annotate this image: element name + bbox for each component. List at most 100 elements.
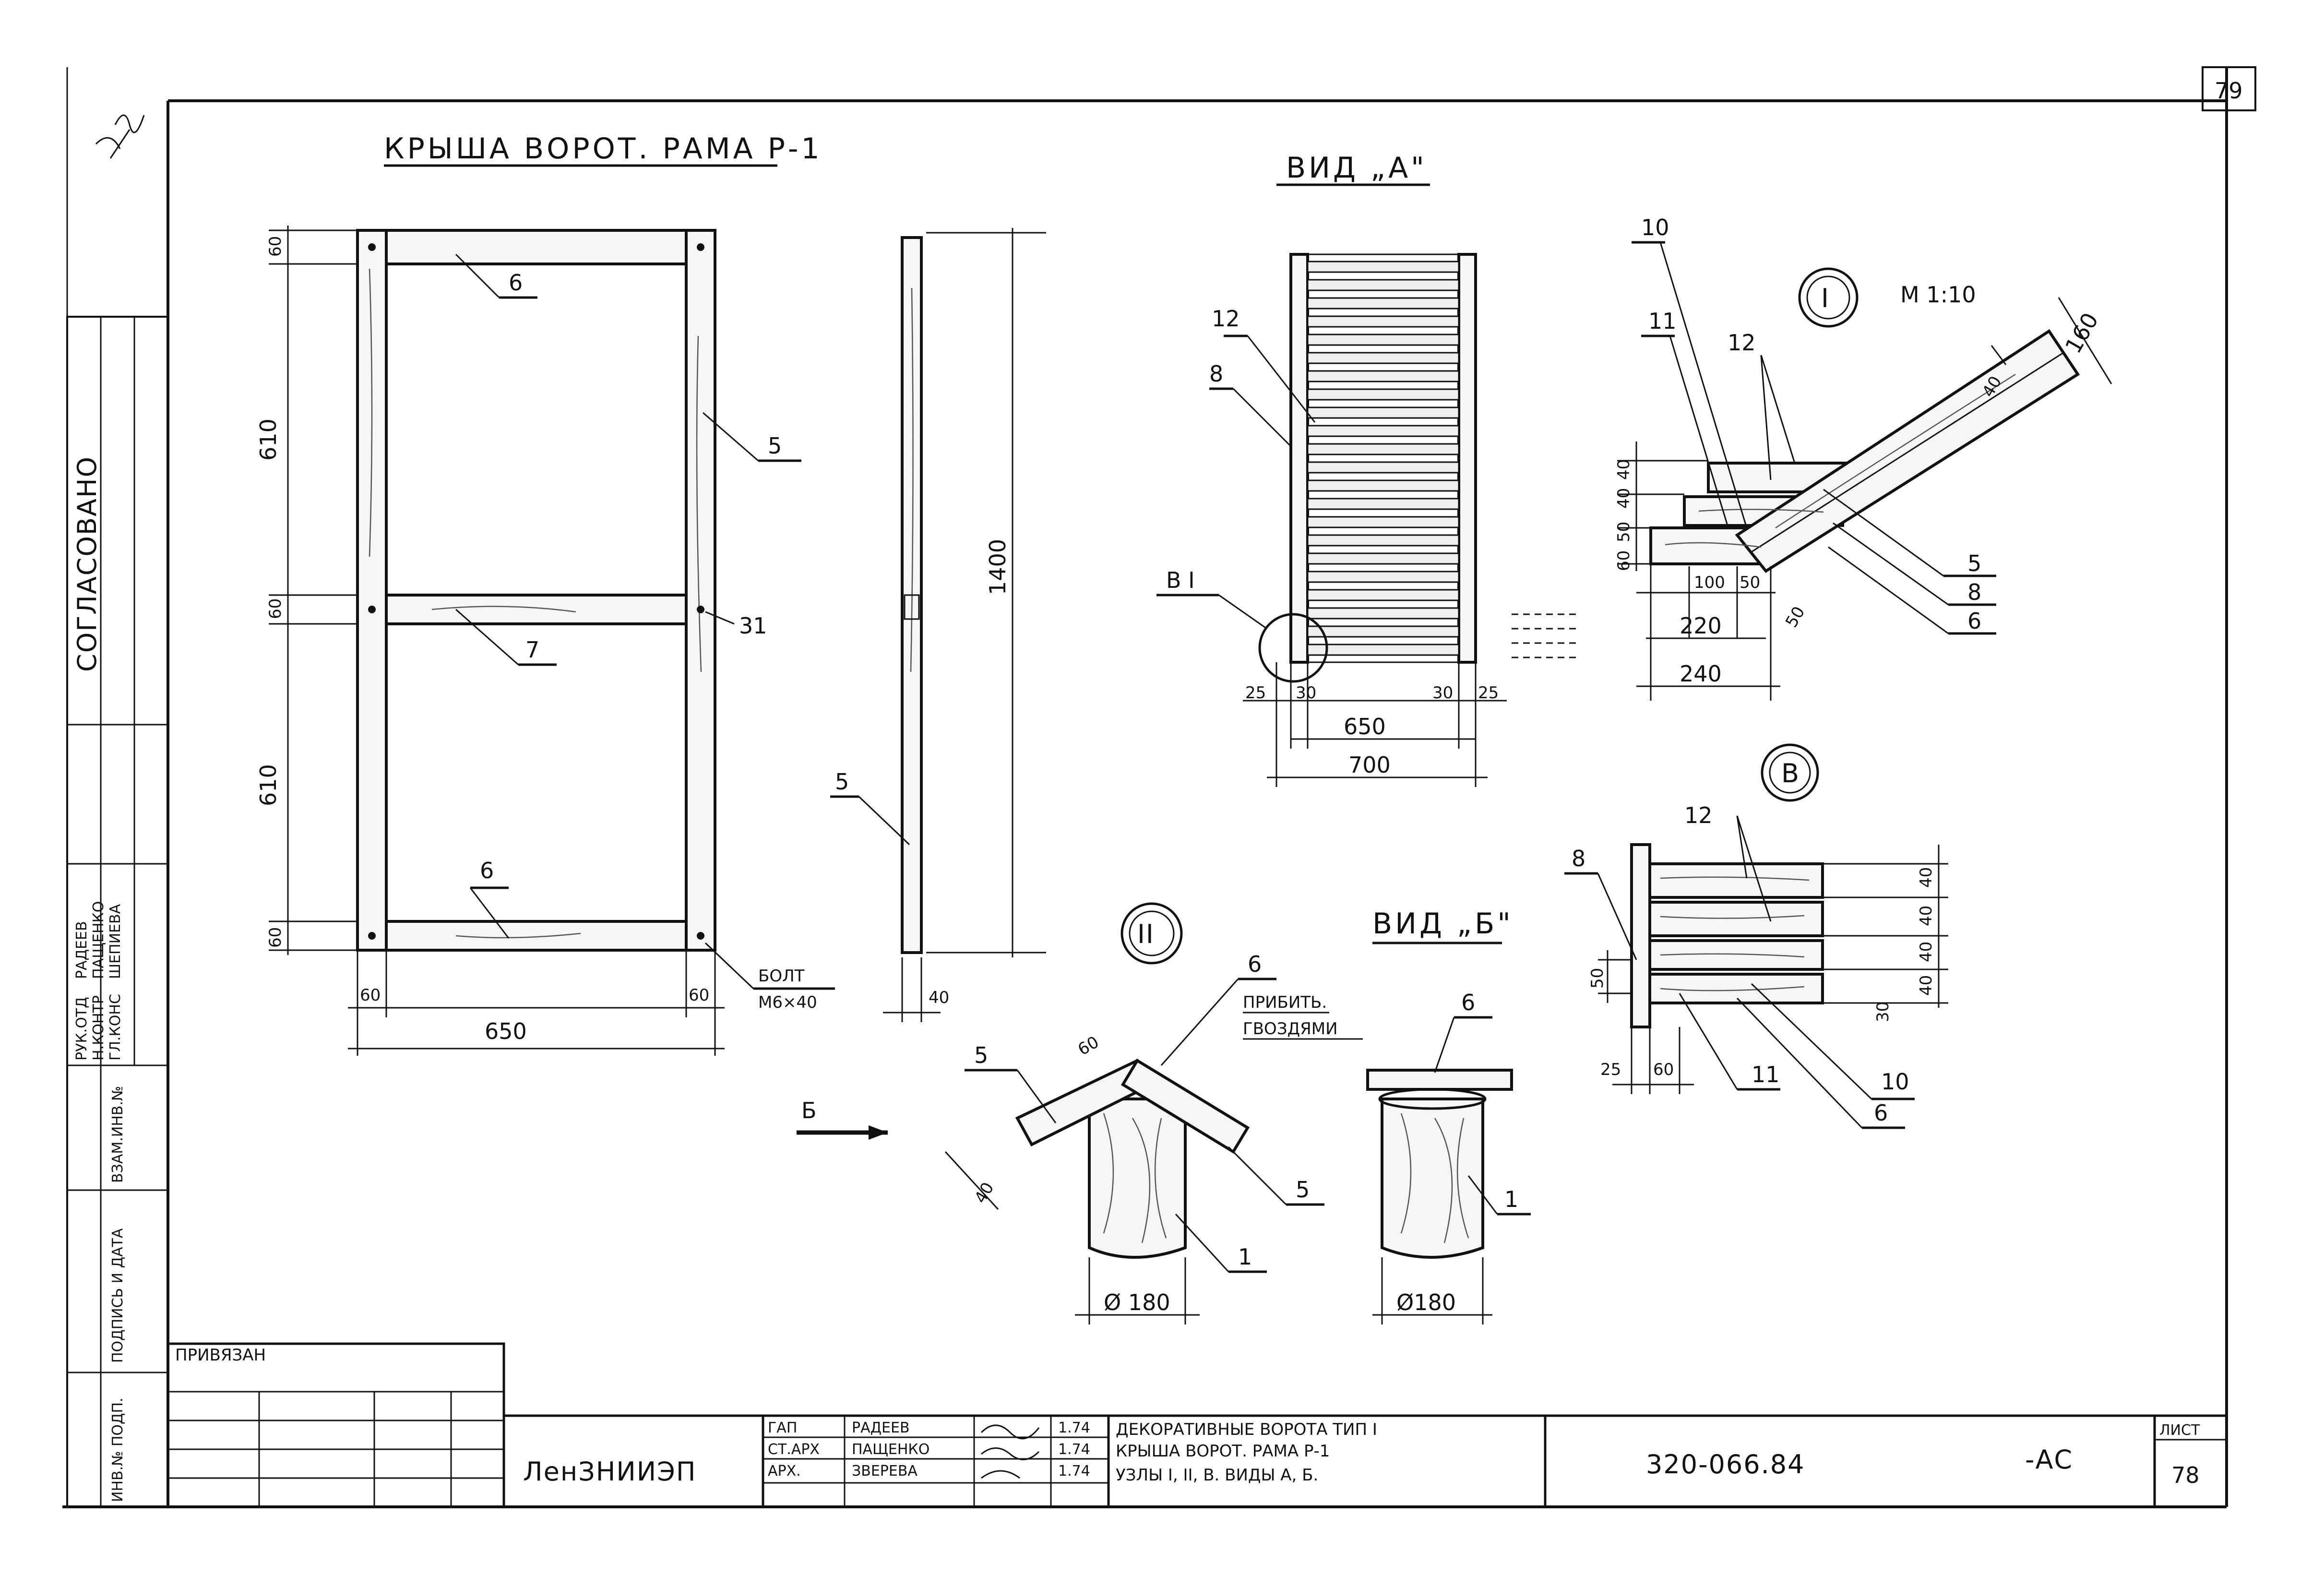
- corner-number: 79: [2215, 78, 2243, 104]
- view-a-slat: [1307, 370, 1460, 382]
- node-1-dim-220: 220: [1680, 613, 1722, 639]
- node-2-note-line2: ГВОЗДЯМИ: [1243, 1019, 1338, 1038]
- node-2-dim-60: 60: [1075, 1033, 1102, 1060]
- view-a-slat: [1307, 607, 1460, 620]
- side-name-3: ШЕПИЕВА: [107, 904, 124, 979]
- handwritten-signature: [95, 114, 145, 159]
- view-a-dim-25-right: 25: [1478, 683, 1499, 703]
- view-a-slat: [1307, 388, 1460, 401]
- node-1-dim-50-slope: 50: [1782, 603, 1809, 631]
- node-1-dim-50b: 50: [1740, 573, 1760, 592]
- view-a-callout-8: 8: [1209, 361, 1223, 387]
- view-a-slat: [1307, 461, 1460, 474]
- title-block: [167, 1342, 2227, 1508]
- tb-desc-line2: КРЫША ВОРОТ. РАМА Р-1: [1116, 1442, 1330, 1461]
- node-b-dim-25: 25: [1600, 1060, 1621, 1079]
- bolt-note-line1: БОЛТ: [758, 967, 805, 986]
- node-1-dim-240: 240: [1680, 661, 1722, 687]
- tb-date-3: 1.74: [1058, 1463, 1090, 1480]
- view-b-dim-diameter: Ø180: [1396, 1289, 1456, 1315]
- node-1-break-lines: [1512, 613, 1579, 658]
- side-name-2: ПАЩЕНКО: [90, 901, 107, 979]
- view-a-dim-650: 650: [1344, 714, 1386, 740]
- view-a-title: ВИД „А": [1286, 151, 1427, 185]
- node-1-marker: [1798, 267, 1859, 328]
- frame-dim-width: 650: [485, 1018, 527, 1044]
- view-a-dim-30-left: 30: [1296, 683, 1316, 703]
- node-b-section: [1630, 843, 1824, 1028]
- tb-role-3: АРХ.: [768, 1463, 801, 1480]
- side-role-2: Н.КОНТР: [90, 995, 107, 1061]
- side-name-1: РАДЕЕВ: [73, 921, 90, 979]
- frame-callout-6-bottom: 6: [480, 858, 494, 883]
- document-code: 320-066.84: [1646, 1449, 1805, 1480]
- node-b-marker: [1761, 743, 1819, 802]
- node-b-callout-11: 11: [1752, 1062, 1780, 1087]
- frame-callout-31: 31: [739, 613, 767, 639]
- node-2-note-line1: ПРИБИТЬ.: [1243, 993, 1327, 1012]
- side-callout-5: 5: [835, 769, 849, 795]
- arrow-b-label: Б: [801, 1098, 817, 1123]
- side-role-3: ГЛ.КОНС: [107, 994, 124, 1061]
- frame-callout-5: 5: [768, 433, 782, 459]
- node-b-dim-40c: 40: [1917, 942, 1936, 962]
- frame-r1: [356, 229, 716, 952]
- node-1-callout-11: 11: [1648, 308, 1677, 334]
- view-b-callout-1: 1: [1504, 1186, 1518, 1212]
- view-a-slat: [1307, 443, 1460, 455]
- node-1-dim-40b: 40: [1614, 459, 1633, 480]
- bound-label: ПРИВЯЗАН: [175, 1346, 266, 1365]
- frame-dim-left-post: 60: [360, 986, 381, 1005]
- corner-number-box: [2202, 66, 2256, 111]
- frame-callout-6-top: 6: [509, 270, 523, 296]
- org-name: ЛенЗНИИЭП: [523, 1456, 696, 1487]
- node-b-callout-8: 8: [1572, 846, 1585, 871]
- view-a-slat: [1307, 625, 1460, 638]
- view-a-slat: [1307, 589, 1460, 601]
- view-a-slat: [1307, 352, 1460, 364]
- node-b-dim-40d: 40: [1917, 975, 1936, 996]
- node-b-callout-12: 12: [1684, 802, 1713, 828]
- view-a-callout-node-b: В I: [1166, 567, 1195, 593]
- node-2-marker-label: II: [1137, 919, 1155, 949]
- frame-dim-bottom: 60: [266, 927, 285, 948]
- frame-dim-upper: 610: [255, 418, 281, 461]
- tb-desc-line3: УЗЛЫ I, II, В. ВИДЫ А, Б.: [1116, 1466, 1318, 1485]
- frame-dim-top: 60: [266, 236, 285, 257]
- view-a-slat: [1307, 498, 1460, 510]
- frame-side-view: [883, 228, 1046, 1022]
- view-a-slats: [1307, 261, 1460, 656]
- side-dim-height: 1400: [985, 539, 1011, 595]
- side-stamp: [66, 316, 169, 1508]
- view-a-slat: [1307, 644, 1460, 656]
- frame-dim-right-post: 60: [689, 986, 709, 1005]
- side-label-replace: ВЗАМ.ИНВ.№: [109, 1086, 126, 1183]
- node-2-callout-5-right: 5: [1296, 1177, 1310, 1203]
- node-1-callout-12: 12: [1728, 330, 1756, 356]
- view-a-slat: [1307, 552, 1460, 565]
- view-a-slat: [1307, 261, 1460, 273]
- tb-name-2: ПАЩЕНКО: [852, 1441, 930, 1458]
- view-a-slat: [1307, 297, 1460, 310]
- side-label-inventory: ИНВ.№ ПОДП.: [109, 1397, 126, 1502]
- view-a-slat: [1307, 334, 1460, 346]
- view-a-slat: [1307, 425, 1460, 437]
- title-block-signatures: [980, 1424, 1040, 1479]
- tb-role-2: СТ.АРХ: [768, 1441, 820, 1458]
- view-a-slat: [1307, 279, 1460, 291]
- view-a-slat: [1307, 406, 1460, 419]
- node-2-marker: [1120, 902, 1183, 965]
- node-1-callout-10: 10: [1641, 215, 1669, 240]
- frame-dim-mid: 60: [266, 598, 285, 619]
- view-a-dim-25-left: 25: [1245, 683, 1266, 703]
- node-b-dim-60: 60: [1653, 1060, 1674, 1079]
- frame-horizontal-dims: [348, 950, 725, 1056]
- node-2-callout-1: 1: [1238, 1244, 1252, 1270]
- node-1-callout-8: 8: [1967, 579, 1981, 605]
- side-role-1: РУК.ОТД: [73, 997, 90, 1061]
- node-b-dim-40a: 40: [1917, 867, 1936, 888]
- node-b-callout-6: 6: [1874, 1100, 1888, 1126]
- node-1-dim-60: 60: [1614, 550, 1633, 571]
- view-a-slat: [1307, 571, 1460, 583]
